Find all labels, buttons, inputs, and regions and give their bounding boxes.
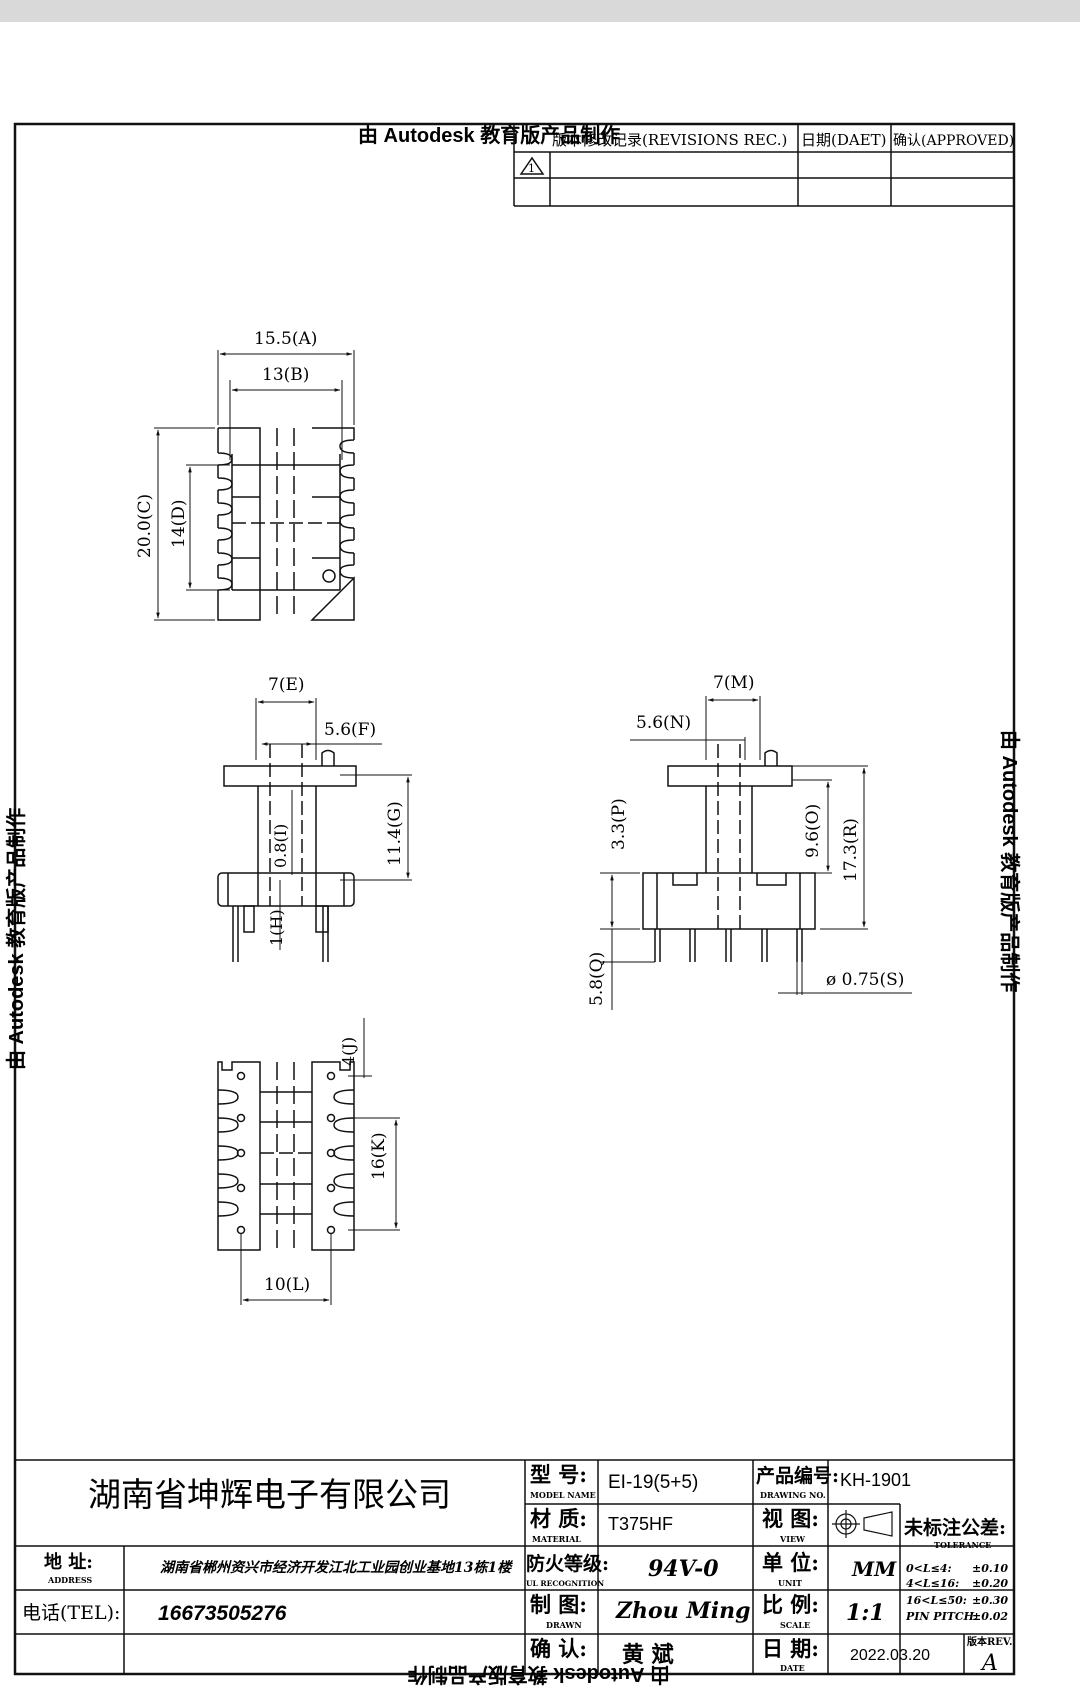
dim-L: 10(L) xyxy=(264,1275,310,1295)
tolerance-value-3: ±0.02 xyxy=(972,1610,1008,1623)
watermark-right: 由 Autodesk 教育版产品制作 xyxy=(998,730,1022,992)
title-block-grid xyxy=(15,1459,1014,1674)
unit-label: 单 位: xyxy=(762,1550,819,1575)
address-label: 地 址: xyxy=(44,1551,93,1573)
fire-label: 防火等级: xyxy=(526,1552,609,1575)
rev-label: 版本REV. xyxy=(967,1635,1012,1648)
dim-C: 20.0(C) xyxy=(135,494,155,558)
tolerance-range-2: 16<L≤50: xyxy=(906,1594,967,1607)
dim-M: 7(M) xyxy=(713,673,755,693)
fire-label-en: UL RECOGNITION xyxy=(526,1579,604,1588)
material-label-en: MATERIAL xyxy=(532,1534,581,1544)
drawing-no-label-en: DRAWING NO. xyxy=(760,1490,826,1500)
dim-E: 7(E) xyxy=(268,675,305,695)
date-label-en: DATE xyxy=(780,1663,805,1673)
dim-D: 14(D) xyxy=(169,499,189,548)
view-bottom xyxy=(217,1018,400,1305)
dim-J: 4(J) xyxy=(339,1037,358,1066)
tolerance-value-1: ±0.20 xyxy=(972,1577,1008,1590)
tolerance-range-3: PIN PITCH: xyxy=(905,1610,978,1623)
fire-value: 94V-0 xyxy=(648,1556,719,1582)
view-top xyxy=(154,350,355,621)
watermark-top: 由 Autodesk 教育版产品制作 xyxy=(358,123,620,147)
drawn-value: Zhou Ming xyxy=(615,1598,750,1624)
model-label: 型 号: xyxy=(530,1462,587,1487)
drawn-label: 制 图: xyxy=(530,1592,587,1617)
unit-label-en: UNIT xyxy=(778,1578,802,1588)
tel-value: 16673505276 xyxy=(158,1602,287,1625)
dim-P: 3.3(P) xyxy=(609,798,629,850)
watermark-left: 由 Autodesk 教育版产品制作 xyxy=(4,808,28,1070)
dim-B: 13(B) xyxy=(262,365,309,385)
rev-triangle-mark: 1 xyxy=(528,162,535,175)
view-front xyxy=(217,698,412,962)
address-label-en: ADDRESS xyxy=(47,1575,92,1585)
dim-K: 16(K) xyxy=(369,1132,389,1180)
tolerance-value-2: ±0.30 xyxy=(972,1594,1008,1607)
check-value: 黄 斌 xyxy=(622,1642,674,1668)
scale-value: 1:1 xyxy=(846,1600,885,1626)
material-label: 材 质: xyxy=(530,1506,587,1531)
tolerance-range-0: 0<L≤4: xyxy=(906,1562,952,1575)
check-label: 确 认: xyxy=(530,1636,587,1661)
dim-H: 1(H) xyxy=(267,909,286,946)
date-value: 2022.03.20 xyxy=(850,1647,930,1664)
scale-label: 比 例: xyxy=(762,1592,819,1617)
dim-R: 17.3(R) xyxy=(841,818,861,882)
dim-G: 11.4(G) xyxy=(385,801,405,866)
tolerance-value-0: ±0.10 xyxy=(972,1562,1008,1575)
model-label-en: MODEL NAME xyxy=(530,1490,596,1500)
projection-symbol-icon xyxy=(832,1510,893,1538)
drawn-label-en: DRAWN xyxy=(546,1620,582,1630)
company-name: 湖南省坤辉电子有限公司 xyxy=(88,1476,451,1513)
dim-A: 15.5(A) xyxy=(254,329,317,349)
dim-N: 5.6(N) xyxy=(636,713,691,733)
top-gray-bar xyxy=(0,0,1080,22)
date-label: 日 期: xyxy=(762,1636,819,1661)
dim-O: 9.6(O) xyxy=(803,804,823,858)
model-value: EI-19(5+5) xyxy=(608,1472,698,1493)
unit-value: MM xyxy=(851,1557,897,1581)
tolerance-range-1: 4<L≤16: xyxy=(906,1577,959,1590)
dim-Q: 5.8(Q) xyxy=(587,952,607,1006)
view-side xyxy=(600,696,912,1010)
rev-header-date: 日期(DAET) xyxy=(801,131,887,149)
tolerance-title: 未标注公差: xyxy=(903,1516,1006,1539)
drawing-no-label: 产品编号: xyxy=(756,1464,839,1487)
dim-F: 5.6(F) xyxy=(324,720,376,740)
address-value: 湖南省郴州资兴市经济开发江北工业园创业基地13栋1楼 xyxy=(160,1559,513,1576)
tolerance-en: TOLERANCE xyxy=(934,1540,991,1550)
view-label-en: VIEW xyxy=(779,1534,806,1544)
dim-I: 0.8(I) xyxy=(271,824,290,868)
material-value: T375HF xyxy=(608,1514,673,1534)
dim-S: ø 0.75(S) xyxy=(826,970,904,990)
tel-label: 电话(TEL): xyxy=(22,1602,120,1624)
scale-label-en: SCALE xyxy=(780,1620,810,1630)
rev-value: A xyxy=(980,1651,998,1676)
tolerance-table: 0<L≤4: ±0.10 4<L≤16: ±0.20 16<L≤50: ±0.3… xyxy=(905,1562,1008,1623)
rev-header-approved: 确认(APPROVED) xyxy=(893,133,1014,149)
view-label: 视 图: xyxy=(762,1506,819,1531)
watermark-bottom: 由 Autodesk 教育版产品制作 xyxy=(408,1663,670,1687)
revision-table xyxy=(513,124,1014,207)
rev-header-records: 版本修改记录(REVISIONS REC.) xyxy=(552,131,787,149)
drawing-no-value: KH-1901 xyxy=(840,1470,911,1490)
